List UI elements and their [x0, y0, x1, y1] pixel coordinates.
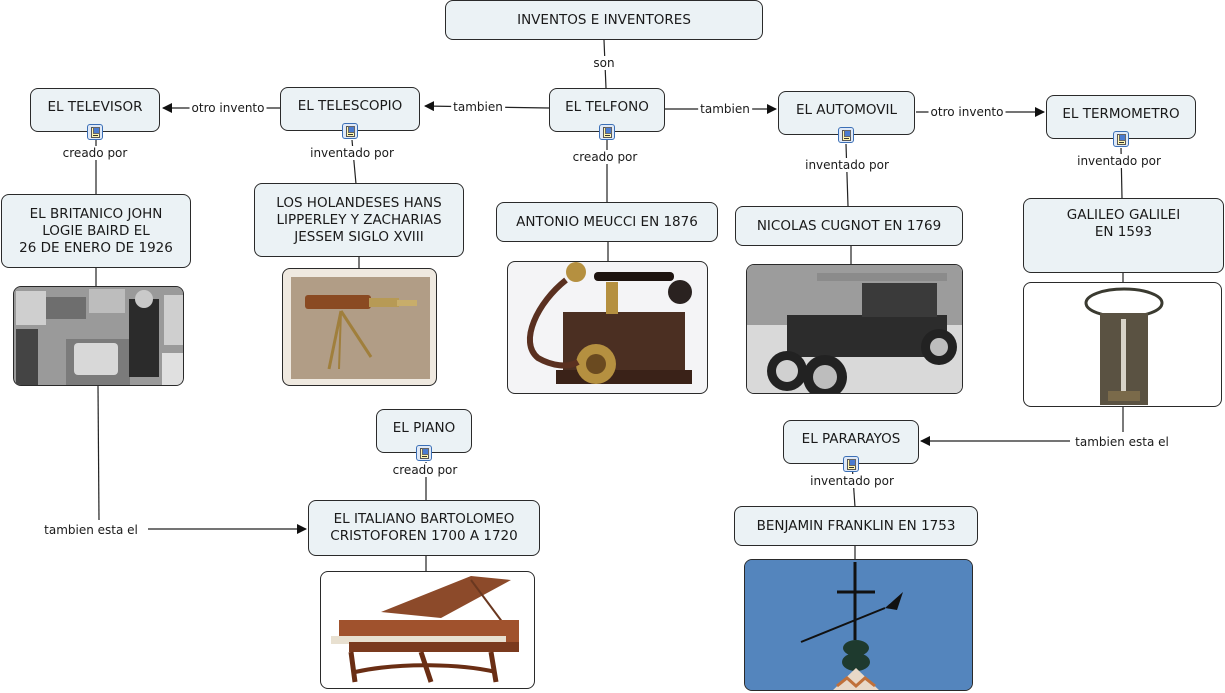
image-piano[interactable] [320, 571, 535, 689]
root-node[interactable]: INVENTOS E INVENTORES [445, 0, 763, 40]
link-creado-por-telefono: creado por [570, 150, 640, 164]
link-inventado-por-pararayos: inventado por [808, 474, 896, 488]
node-cugnot[interactable]: NICOLAS CUGNOT EN 1769 [735, 206, 963, 246]
image-telephone[interactable] [507, 261, 708, 394]
image-icon [605, 127, 612, 134]
image-television[interactable] [13, 286, 184, 386]
image-icon [1119, 134, 1126, 141]
television-illustration [14, 287, 183, 385]
resource-icon-telefono[interactable] [599, 124, 615, 140]
node-galileo[interactable]: GALILEO GALILEI EN 1593 [1023, 198, 1224, 273]
link-otro-invento-right: otro invento [928, 105, 1006, 119]
link-son: son [591, 56, 617, 70]
resource-icon-telescopio[interactable] [342, 123, 358, 139]
link-tambien-left: tambien [451, 100, 505, 114]
link-tambien-esta-el-right: tambien esta el [1073, 435, 1171, 449]
resource-icon-automovil[interactable] [838, 127, 854, 143]
automobile-illustration [747, 265, 962, 393]
node-holandeses[interactable]: LOS HOLANDESES HANS LIPPERLEY Y ZACHARIA… [254, 183, 464, 257]
image-icon [844, 130, 851, 137]
resource-icon-termometro[interactable] [1113, 131, 1129, 147]
link-inventado-por-automovil: inventado por [803, 158, 891, 172]
resource-icon-pararayos[interactable] [843, 456, 859, 472]
node-cristoforen[interactable]: EL ITALIANO BARTOLOMEO CRISTOFOREN 1700 … [308, 500, 540, 556]
image-icon [422, 448, 429, 455]
thermometer-illustration [1084, 287, 1164, 405]
edge-tv-image-down [97, 385, 100, 521]
link-creado-por-televisor: creado por [60, 146, 130, 160]
edge-automovil-cugnot [845, 143, 849, 207]
resource-icon-televisor[interactable] [87, 124, 103, 140]
node-meucci[interactable]: ANTONIO MEUCCI EN 1876 [496, 202, 718, 242]
telescope-illustration [291, 277, 430, 379]
image-icon [93, 127, 100, 134]
link-tambien-esta-el-left: tambien esta el [42, 523, 140, 537]
node-franklin[interactable]: BENJAMIN FRANKLIN EN 1753 [734, 506, 978, 546]
link-inventado-por-termometro: inventado por [1075, 154, 1163, 168]
telephone-illustration [526, 262, 692, 384]
lightning-rod-illustration [745, 560, 972, 690]
link-inventado-por-telescopio: inventado por [308, 146, 396, 160]
image-telescope[interactable] [282, 268, 437, 386]
link-creado-por-piano: creado por [390, 463, 460, 477]
image-lightning-rod[interactable] [744, 559, 973, 691]
image-thermometer[interactable] [1023, 282, 1222, 407]
link-otro-invento-left: otro invento [189, 101, 267, 115]
image-icon [348, 126, 355, 133]
image-icon [849, 459, 856, 466]
piano-illustration [331, 576, 519, 683]
image-automobile[interactable] [746, 264, 963, 394]
node-baird[interactable]: EL BRITANICO JOHN LOGIE BAIRD EL 26 DE E… [1, 194, 191, 268]
link-tambien-right: tambien [698, 102, 752, 116]
resource-icon-piano[interactable] [416, 445, 432, 461]
